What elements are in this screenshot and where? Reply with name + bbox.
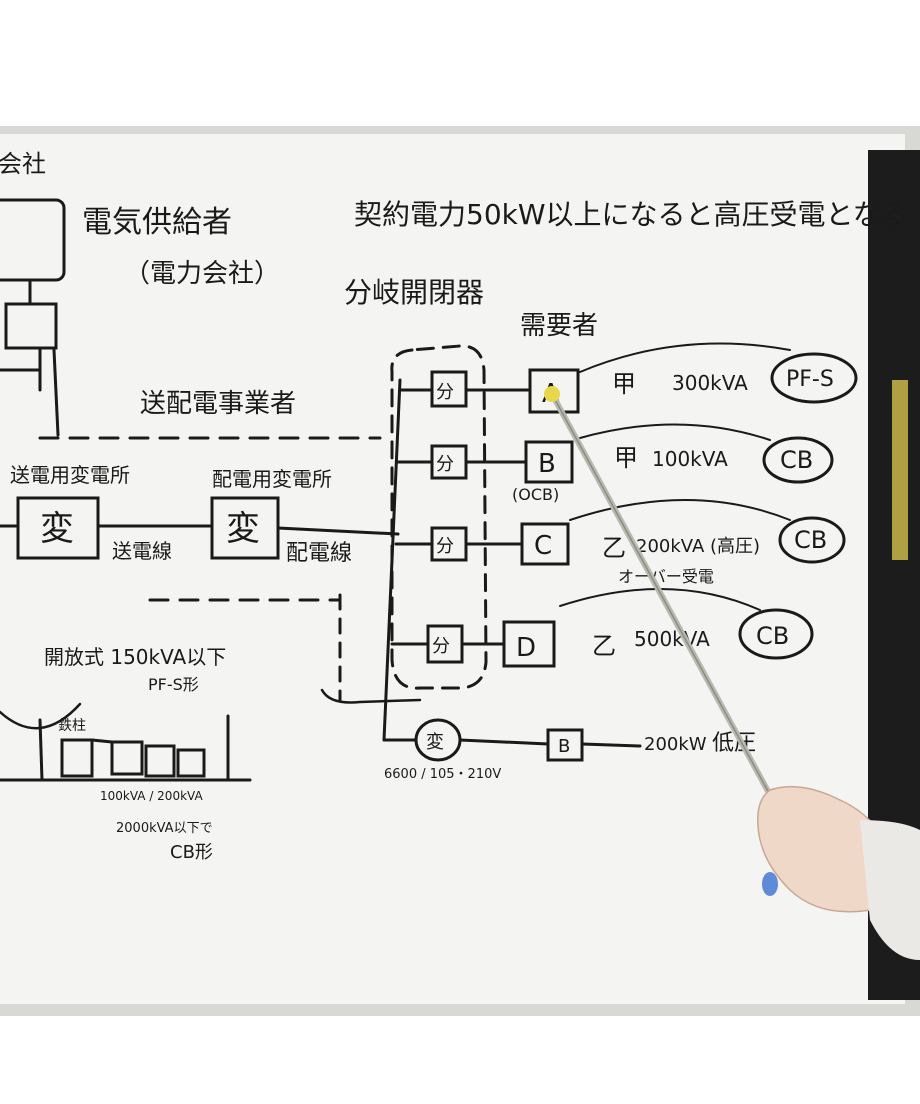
diagram-lines — [0, 198, 858, 782]
blue-marker — [762, 872, 778, 896]
pointer-and-hand — [544, 386, 920, 960]
consumer-b-class: 甲 — [614, 444, 638, 472]
oval-cb-1 — [762, 436, 834, 484]
distribution-line — [276, 526, 400, 536]
handwriting: 会社 電気供給者 （電力会社） 契約電力50kW以上になると高圧受電となる 分岐… — [0, 150, 909, 863]
sweep-2 — [579, 423, 771, 441]
pointer-shade — [551, 393, 777, 807]
consumer-box-c — [520, 522, 570, 566]
headline-text: 契約電力50kW以上になると高圧受電となる — [354, 198, 909, 231]
consumer-box-a — [528, 368, 580, 414]
lv-line — [458, 738, 550, 746]
lv-out — [580, 742, 642, 748]
consumer-box-b — [524, 440, 574, 484]
line-a-label: 送電線 — [112, 539, 172, 563]
sw-box-2 — [144, 744, 176, 778]
consumer-a-rating: 300kVA — [672, 371, 748, 395]
ocb-label: (OCB) — [512, 485, 559, 504]
pf-type-label: PF-S形 — [148, 675, 199, 694]
consumer-c-class: 乙 — [602, 534, 626, 562]
consumer-c-rating: 200kVA (高圧) — [636, 536, 760, 557]
oval-cb-3 — [738, 608, 814, 660]
consumer-d-class: 乙 — [592, 632, 616, 660]
oval-pf-s — [770, 352, 858, 404]
consumer-b-protection: CB — [780, 446, 813, 474]
transformer-left-char: 変 — [40, 509, 74, 549]
pole-transformer-note: 6600 / 105・210V — [384, 767, 501, 782]
supplier-box — [0, 198, 66, 282]
switch-char-2: 分 — [436, 454, 454, 475]
lv-box-letter: B — [558, 736, 570, 757]
switch-char-4: 分 — [432, 636, 450, 657]
consumer-d-rating: 500kVA — [634, 627, 710, 651]
supplier-title: 電気供給者 — [82, 205, 232, 240]
sweep-4 — [559, 587, 761, 611]
sweep-1 — [579, 342, 791, 373]
substation-right-label: 配電用変電所 — [212, 467, 332, 491]
sw-box-1 — [110, 740, 144, 776]
switch-label: 分岐開閉器 — [344, 276, 484, 309]
sw-box-3 — [176, 748, 206, 778]
consumer-box-d — [502, 620, 556, 668]
lv-rating: 200kW — [644, 734, 707, 755]
switch-char-1: 分 — [436, 382, 454, 403]
pole — [38, 718, 44, 782]
cb-note: CB形 — [170, 842, 213, 863]
substation-left-box — [16, 496, 100, 560]
oval-cb-2 — [778, 516, 846, 564]
cable-note: 2000kVA以下で — [116, 821, 213, 836]
sweep-3 — [569, 499, 791, 521]
supplier-vline — [52, 348, 60, 437]
open-link — [90, 738, 114, 744]
sleeve — [860, 820, 920, 960]
yellow-strip — [892, 380, 908, 560]
enclosure-tail — [320, 688, 422, 704]
consumer-c-letter: C — [534, 531, 552, 561]
distribution-label: 送配電事業者 — [140, 389, 296, 419]
consumer-d-protection: CB — [756, 622, 789, 650]
switch-char-3: 分 — [436, 536, 454, 557]
transformer-right-char: 変 — [226, 509, 260, 549]
consumer-c-protection: CB — [794, 526, 827, 554]
supplier-sub: （電力会社） — [124, 259, 280, 289]
consumer-d-letter: D — [516, 633, 536, 663]
kdh-box — [60, 738, 94, 778]
pointer-tip — [544, 386, 560, 402]
consumer-b-letter: B — [538, 449, 556, 479]
switch-enclosure — [390, 344, 488, 690]
substation-left-label: 送電用変電所 — [10, 463, 130, 487]
outside-label: オーバー受電 — [618, 567, 714, 586]
consumer-label: 需要者 — [520, 311, 598, 341]
consumer-a-class: 甲 — [612, 370, 636, 398]
lv-transformer-char: 変 — [426, 732, 444, 753]
consumer-a-protection: PF-S — [786, 367, 834, 392]
main-bus — [382, 378, 402, 742]
pole-label: 鉄柱 — [58, 718, 86, 734]
whiteboard — [0, 134, 905, 1004]
open-type-label: 開放式 150kVA以下 — [44, 645, 226, 669]
line-b-label: 配電線 — [286, 541, 352, 566]
consumer-b-rating: 100kVA — [652, 447, 728, 471]
top-left-text: 会社 — [0, 150, 46, 178]
small-rating: 100kVA / 200kVA — [100, 789, 203, 803]
